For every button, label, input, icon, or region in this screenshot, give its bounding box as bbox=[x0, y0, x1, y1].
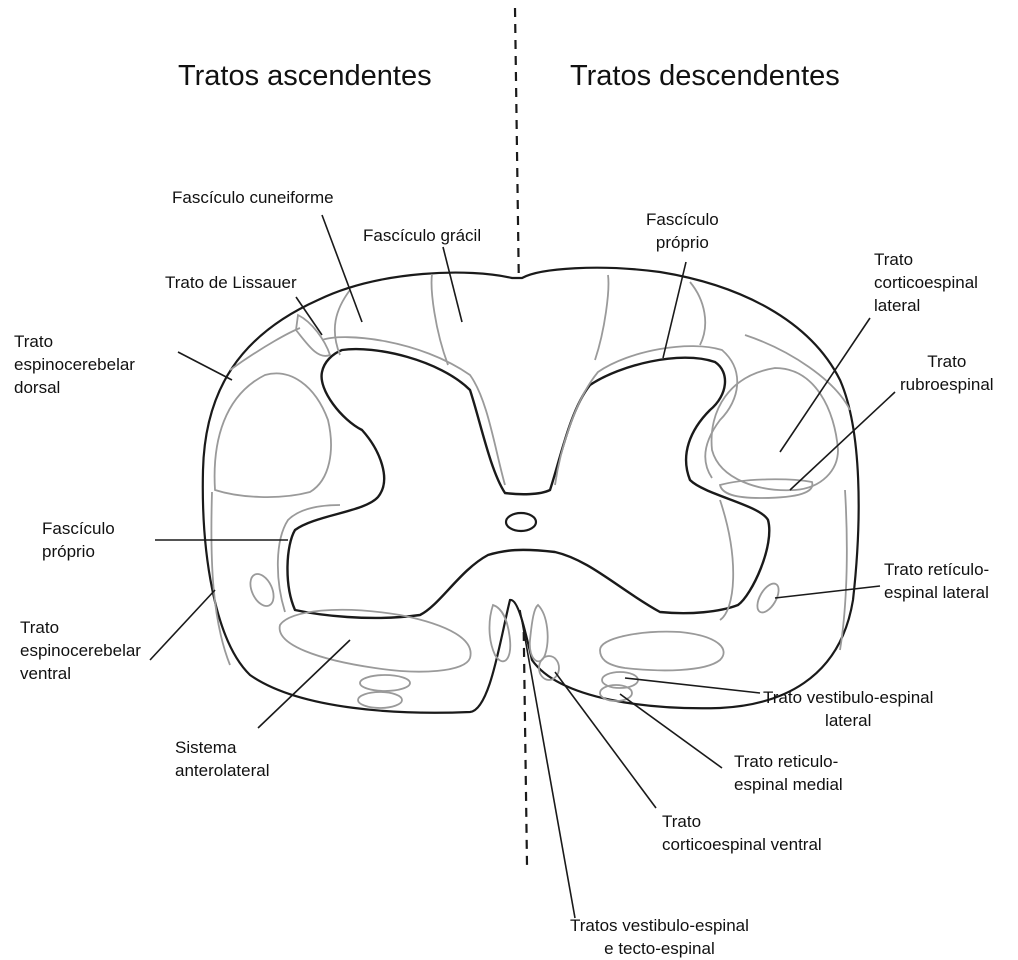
label-reticuloespinal-lateral: Trato retículo- espinal lateral bbox=[884, 558, 989, 604]
label-line: espinocerebelar bbox=[20, 639, 141, 662]
label-corticoespinal-ventral: Trato corticoespinal ventral bbox=[662, 810, 822, 856]
label-reticuloespinal-medial: Trato reticulo- espinal medial bbox=[734, 750, 843, 796]
label-line: Fascículo grácil bbox=[363, 224, 481, 247]
heading-descending-tracts: Tratos descendentes bbox=[570, 60, 840, 93]
label-line: espinal medial bbox=[734, 773, 843, 796]
label-line: corticoespinal ventral bbox=[662, 833, 822, 856]
label-fasciculo-cuneiforme: Fascículo cuneiforme bbox=[172, 186, 334, 209]
label-line: rubroespinal bbox=[900, 373, 994, 396]
heading-ascending-tracts: Tratos ascendentes bbox=[178, 60, 432, 93]
label-line: Trato bbox=[662, 810, 822, 833]
label-line: Trato retículo- bbox=[884, 558, 989, 581]
label-fasciculo-proprio-left: Fascículo próprio bbox=[42, 517, 115, 563]
label-trato-lissauer: Trato de Lissauer bbox=[165, 271, 297, 294]
label-line: dorsal bbox=[14, 376, 135, 399]
label-line: ventral bbox=[20, 662, 141, 685]
label-fasciculo-proprio-right: Fascículo próprio bbox=[646, 208, 719, 254]
label-line: espinal lateral bbox=[884, 581, 989, 604]
label-line: e tecto-espinal bbox=[570, 937, 749, 960]
label-line: próprio bbox=[42, 540, 115, 563]
label-vestibulo-tecto: Tratos vestibulo-espinal e tecto-espinal bbox=[570, 914, 749, 960]
label-line: Trato bbox=[20, 616, 141, 639]
label-line: Trato vestibulo-espinal bbox=[763, 686, 933, 709]
label-line: lateral bbox=[874, 294, 978, 317]
white-matter-outline bbox=[203, 268, 859, 713]
label-fasciculo-gracil: Fascículo grácil bbox=[363, 224, 481, 247]
label-line: próprio bbox=[646, 231, 719, 254]
label-line: lateral bbox=[763, 709, 933, 732]
label-corticoespinal-lateral: Trato corticoespinal lateral bbox=[874, 248, 978, 317]
label-line: Trato bbox=[14, 330, 135, 353]
label-line: Fascículo bbox=[42, 517, 115, 540]
label-line: Trato bbox=[874, 248, 978, 271]
label-line: corticoespinal bbox=[874, 271, 978, 294]
label-line: Fascículo cuneiforme bbox=[172, 186, 334, 209]
label-sistema-anterolateral: Sistema anterolateral bbox=[175, 736, 270, 782]
label-line: Tratos vestibulo-espinal bbox=[570, 914, 749, 937]
label-line: espinocerebelar bbox=[14, 353, 135, 376]
label-espinocerebelar-dorsal: Trato espinocerebelar dorsal bbox=[14, 330, 135, 399]
label-espinocerebelar-ventral: Trato espinocerebelar ventral bbox=[20, 616, 141, 685]
label-line: Trato reticulo- bbox=[734, 750, 843, 773]
label-line: Sistema bbox=[175, 736, 270, 759]
label-rubroespinal: Trato rubroespinal bbox=[900, 350, 994, 396]
label-line: Trato de Lissauer bbox=[165, 271, 297, 294]
leader-espinocerebelar-ventral bbox=[150, 590, 215, 660]
label-line: Fascículo bbox=[646, 208, 719, 231]
label-line: anterolateral bbox=[175, 759, 270, 782]
central-canal bbox=[506, 513, 536, 531]
label-vestibuloespinal-lateral: Trato vestibulo-espinal lateral bbox=[763, 686, 933, 732]
label-line: Trato bbox=[900, 350, 994, 373]
leader-espinocerebelar-dorsal bbox=[178, 352, 232, 380]
